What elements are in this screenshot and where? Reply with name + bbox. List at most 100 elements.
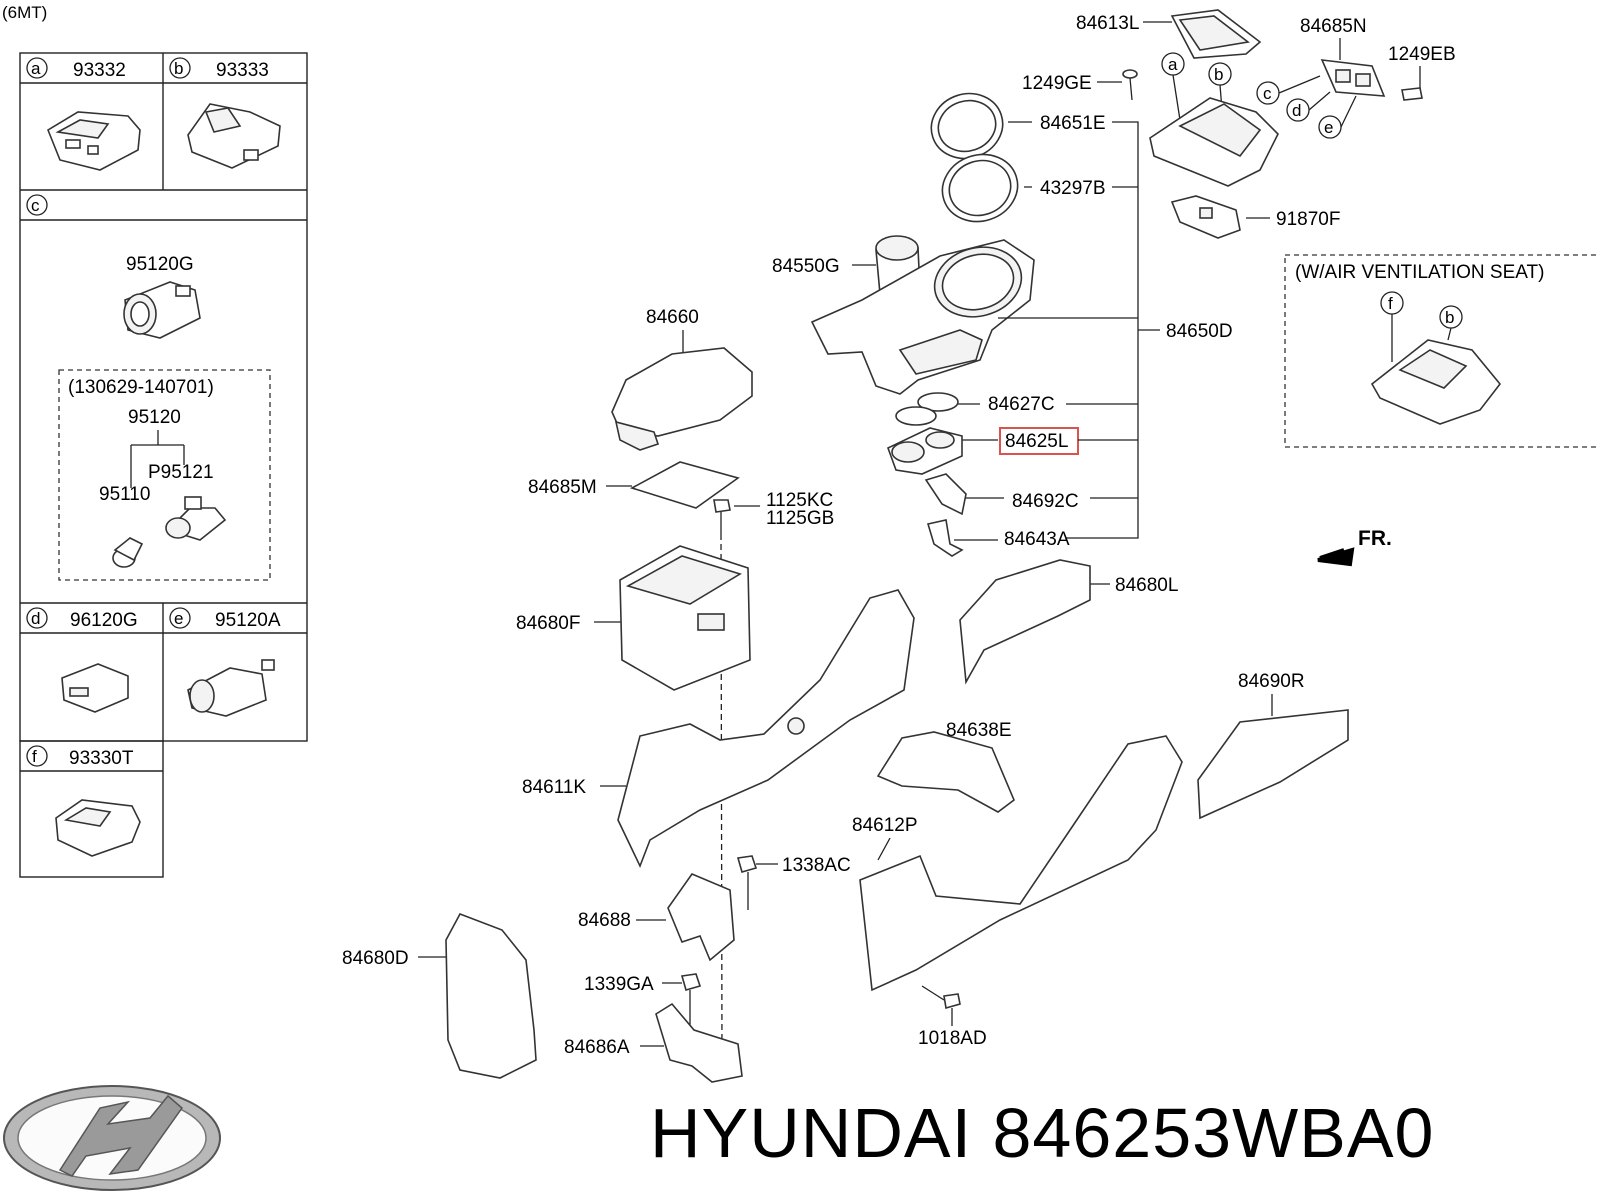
label-1125GB: 1125GB	[766, 508, 834, 529]
bracket-84692C	[924, 473, 967, 516]
inset-dated-range: (130629-140701)	[68, 377, 214, 398]
console-upper-84650D	[810, 239, 1035, 395]
brand-part-title: HYUNDAI 846253WBA0	[650, 1094, 1435, 1172]
inset-cell-a: a 93332	[26, 57, 141, 171]
inset-cell-b: b 93333	[169, 57, 281, 169]
inset-letter-f: f	[32, 747, 37, 766]
side-panel-84612P	[859, 735, 1183, 992]
front-arrow-icon	[1317, 547, 1355, 567]
screw-1018AD	[921, 985, 961, 1010]
screw-1249GE	[1122, 69, 1138, 101]
inset-cell-c: c 95120G (130629-140701) 95120 P95121 95…	[26, 194, 271, 581]
inset-letter-a: a	[31, 59, 41, 78]
label-84685N: 84685N	[1300, 16, 1367, 37]
main-callout-letters: a b c d e	[1161, 52, 1357, 139]
inset-cell-d: d 96120G	[26, 607, 138, 713]
label-84685M: 84685M	[528, 477, 597, 498]
label-84550G: 84550G	[772, 256, 840, 277]
inset-letter-c: c	[31, 196, 40, 215]
storage-box-84680F	[619, 545, 751, 691]
front-direction-label: FR.	[1358, 527, 1392, 550]
clip-84643A	[926, 519, 964, 557]
switch-93330T-illustration	[55, 799, 141, 857]
ventilation-title: (W/AIR VENTILATION SEAT)	[1295, 262, 1544, 283]
label-84627C: 84627C	[988, 394, 1055, 415]
cupholder-84625L	[886, 427, 963, 475]
usb-jack-96120G-illustration	[61, 663, 129, 713]
bracket-84638E	[876, 731, 1015, 813]
label-84613L: 84613L	[1076, 13, 1139, 34]
power-outlet-95120A-illustration	[187, 659, 275, 717]
ventilation-switch-housing	[1370, 339, 1502, 425]
variant-label: (6MT)	[2, 3, 47, 22]
ventilation-letter-b: b	[1445, 308, 1454, 327]
bracket-84688	[667, 873, 735, 962]
label-84643A: 84643A	[1004, 529, 1070, 550]
label-84660: 84660	[646, 307, 699, 328]
main-letter-b: b	[1214, 65, 1223, 84]
nut-1339GA	[680, 973, 702, 991]
label-1018AD: 1018AD	[918, 1028, 987, 1049]
inset-part-P95121: P95121	[148, 462, 214, 483]
switch-93333-illustration	[187, 103, 281, 169]
side-cover-84680L	[959, 559, 1091, 685]
main-letter-a: a	[1168, 55, 1178, 74]
inset-letter-b: b	[174, 59, 183, 78]
inset-letter-d: d	[31, 609, 40, 628]
label-84612P: 84612P	[852, 815, 918, 836]
label-1249GE: 1249GE	[1022, 73, 1092, 94]
socket-P95121-illustration	[165, 496, 227, 541]
label-84680D: 84680D	[342, 948, 409, 969]
socket-95110-illustration	[112, 537, 144, 568]
inset-part-95120G: 95120G	[126, 254, 194, 275]
trim-84690R	[1197, 709, 1349, 820]
nut-1338AC	[736, 855, 758, 873]
label-84686A: 84686A	[564, 1037, 630, 1058]
label-84650D: 84650D	[1166, 321, 1233, 342]
mat-84685M	[629, 461, 740, 509]
switch-panel-housing	[1149, 97, 1279, 187]
mats-84627C	[895, 392, 959, 426]
power-outlet-95120G-illustration	[123, 281, 201, 339]
label-84625L: 84625L	[1005, 431, 1068, 452]
main-letter-e: e	[1324, 118, 1333, 137]
bracket-84686A	[655, 1002, 743, 1083]
label-84680L: 84680L	[1115, 575, 1178, 596]
label-84690R: 84690R	[1238, 671, 1305, 692]
label-1339GA: 1339GA	[584, 974, 654, 995]
front-cover-84680D	[445, 913, 537, 1079]
inset-letter-e: e	[174, 609, 183, 628]
armrest-84660	[611, 347, 753, 451]
label-43297B: 43297B	[1040, 178, 1106, 199]
highlight-box-84625L	[999, 427, 1079, 455]
label-1338AC: 1338AC	[782, 855, 851, 876]
main-letter-c: c	[1263, 84, 1272, 103]
label-84651E: 84651E	[1040, 113, 1106, 134]
label-1249EB: 1249EB	[1388, 44, 1456, 65]
inset-part-d: 96120G	[70, 610, 138, 631]
main-letter-d: d	[1292, 101, 1301, 120]
inset-parts-table: a 93332 b 93333 c 95120G	[19, 52, 308, 878]
label-84692C: 84692C	[1012, 491, 1079, 512]
inset-part-e: 95120A	[215, 610, 281, 631]
switch-93332-illustration	[47, 111, 141, 171]
bolt-1125KC	[713, 499, 731, 534]
label-91870F: 91870F	[1276, 209, 1340, 230]
screw-1249EB	[1401, 87, 1423, 101]
label-84638E: 84638E	[946, 720, 1012, 741]
inset-part-f: 93330T	[69, 748, 134, 769]
inset-part-a: 93332	[73, 60, 126, 81]
ring-43297B	[941, 153, 1019, 223]
inset-part-95110: 95110	[99, 484, 150, 505]
hyundai-logo	[3, 1085, 221, 1191]
front-direction-indicator: FR.	[1317, 527, 1392, 567]
inset-part-b: 93333	[216, 60, 269, 81]
inset-part-95120: 95120	[128, 407, 181, 428]
bezel-84685N	[1320, 59, 1386, 97]
wiring-91870F	[1170, 195, 1241, 239]
inset-cell-f: f 93330T	[26, 745, 141, 857]
label-84611K: 84611K	[522, 777, 586, 798]
inset-cell-e: e 95120A	[169, 607, 281, 717]
label-84680F: 84680F	[516, 613, 580, 634]
